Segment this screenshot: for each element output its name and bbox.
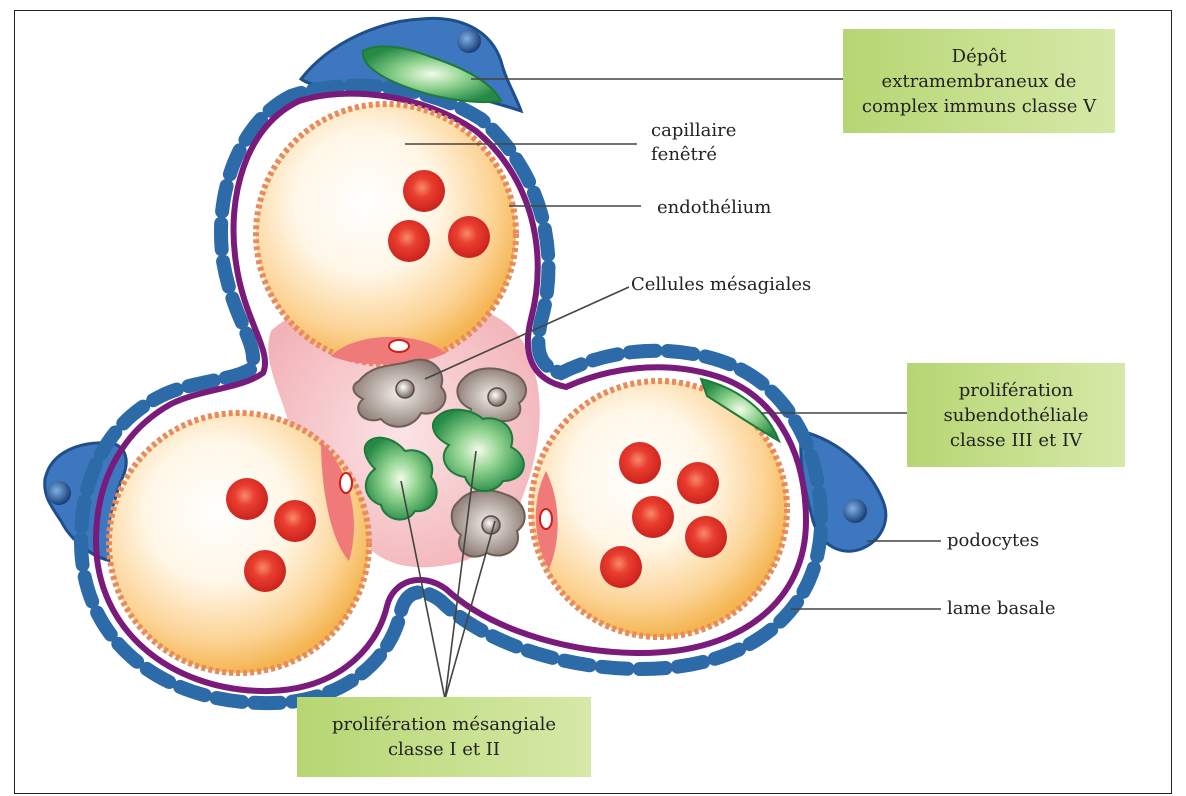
label-depot-line2: extramembraneux de (882, 69, 1077, 94)
capillary-top (256, 104, 516, 364)
label-proliferation-mes-box: prolifération mésangiale classe I et II (297, 697, 591, 777)
red-blood-cell (388, 220, 430, 262)
red-blood-cell (685, 516, 727, 558)
label-capillaire: capillaire fenêtré (651, 119, 736, 167)
label-proliferation-sub-box: prolifération subendothéliale classe III… (907, 363, 1125, 467)
label-depot-box: Dépôt extramembraneux de complex immuns … (843, 29, 1115, 133)
label-endothelium: endothélium (657, 196, 771, 220)
red-blood-cell (632, 496, 674, 538)
label-lame-basale: lame basale (947, 597, 1056, 621)
label-cellules-mesagiales: Cellules mésagiales (631, 273, 811, 297)
label-depot-line3: complex immuns classe V (862, 94, 1096, 119)
label-podocytes: podocytes (947, 529, 1039, 553)
podocyte-top-nucleus (457, 29, 481, 53)
red-blood-cell (448, 216, 490, 258)
label-proliferation-sub-line1: prolifération (959, 378, 1074, 403)
figure-frame: Dépôt extramembraneux de complex immuns … (14, 10, 1172, 794)
red-blood-cell (403, 170, 445, 212)
red-blood-cell (600, 546, 642, 588)
red-blood-cell (619, 442, 661, 484)
capillary-left (109, 413, 369, 673)
podocyte-left-nucleus (47, 481, 71, 505)
label-proliferation-mes-line2: classe I et II (388, 737, 500, 762)
label-capillaire-line2: fenêtré (651, 143, 736, 167)
label-depot-line1: Dépôt (952, 44, 1007, 69)
label-proliferation-sub-line2: subendothéliale (943, 403, 1088, 428)
podocyte-right-nucleus (843, 499, 867, 523)
red-blood-cell (226, 478, 268, 520)
red-blood-cell (677, 462, 719, 504)
label-proliferation-mes-line1: prolifération mésangiale (332, 712, 556, 737)
label-capillaire-line1: capillaire (651, 119, 736, 143)
red-blood-cell (274, 500, 316, 542)
label-proliferation-sub-line3: classe III et IV (950, 428, 1082, 453)
red-blood-cell (244, 550, 286, 592)
